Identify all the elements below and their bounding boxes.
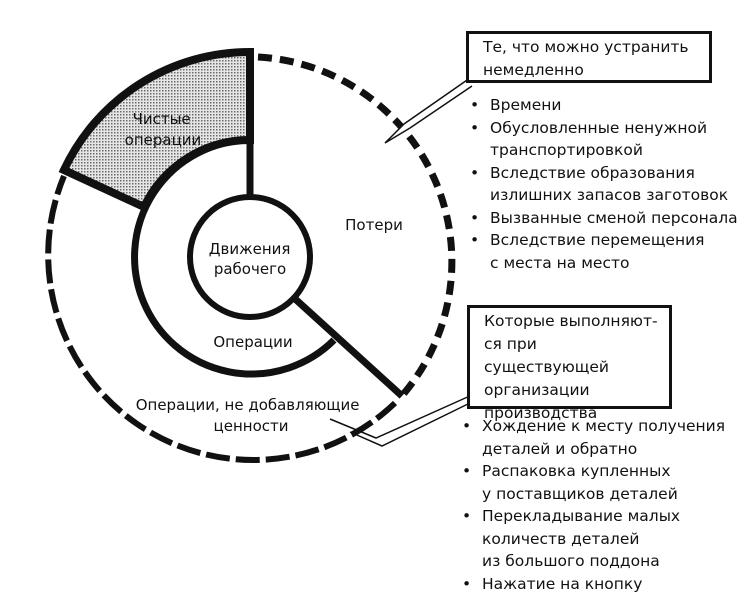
- losses-label: Потери: [345, 216, 403, 234]
- operations-label: Операции: [213, 333, 292, 351]
- non-value-boundary-dashed: [45, 174, 398, 463]
- callout-losses-box: Те, что можно устранить немедленно: [466, 31, 712, 83]
- callout-pointer-non-value: [329, 394, 473, 447]
- center-label: Движения рабочего: [209, 240, 295, 278]
- list-item: Времени: [466, 94, 738, 117]
- callout-title-line: Те, что можно устранить: [483, 38, 689, 56]
- callout-title-line: Которые выполняют-: [484, 312, 658, 330]
- losses-list: Времени Обусловленные ненужнойтранспорти…: [466, 94, 738, 274]
- callout-non-value-box: Которые выполняют- ся при существующей о…: [467, 305, 672, 422]
- list-item: Вызванные сменой персонала: [466, 207, 738, 230]
- worker-movements-circle: [187, 194, 313, 320]
- non-value-label: Операции, не добавляющие ценности: [136, 396, 365, 435]
- callout-pointer-losses: [384, 77, 473, 144]
- pure-operations-label: Чистые операции: [125, 110, 202, 149]
- losses-boundary-dashed: [257, 53, 456, 401]
- divider-diagonal: [290, 294, 405, 399]
- operations-arc: [131, 136, 337, 378]
- list-item: Нажатие на кнопку: [458, 573, 725, 596]
- callout-title-line: ся при существующей: [484, 335, 609, 376]
- callout-title-line: организации: [484, 381, 590, 399]
- callout-title-line: немедленно: [483, 61, 584, 79]
